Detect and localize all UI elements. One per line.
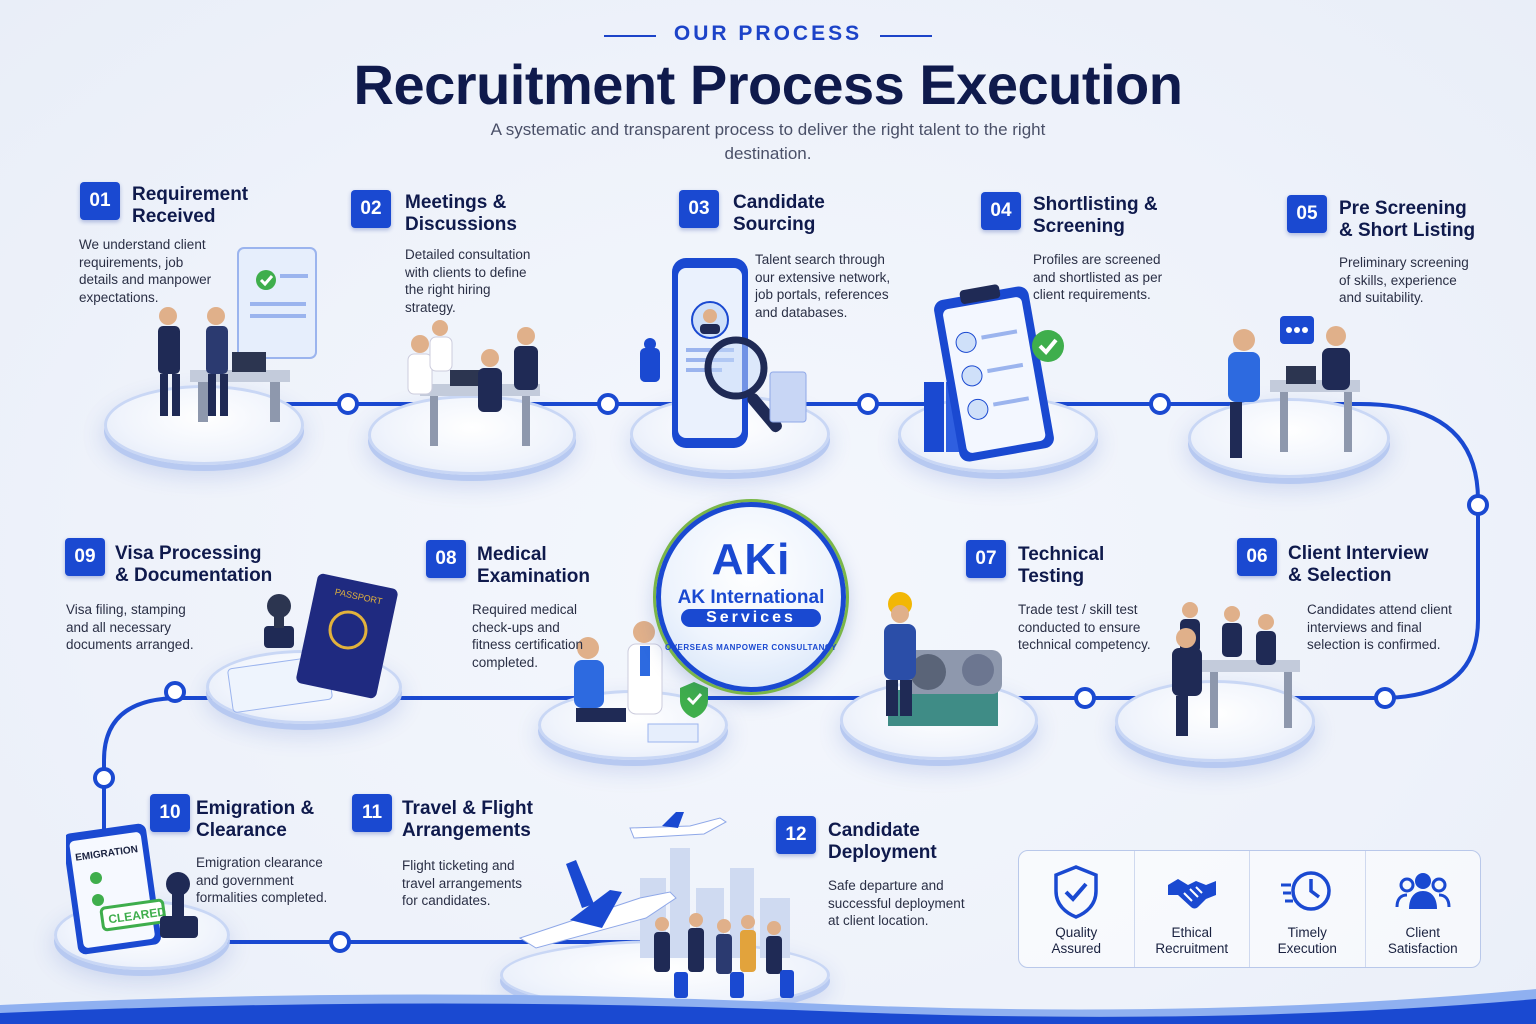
value-ethical: Ethical Recruitment <box>1135 851 1250 967</box>
step-09-title: Visa Processing & Documentation <box>115 543 273 586</box>
client-interview-illustration <box>1172 602 1300 736</box>
people-icon <box>1395 873 1451 909</box>
shield-check-icon <box>1054 865 1098 919</box>
eyebrow-label: OUR PROCESS <box>673 22 863 45</box>
step-12-badge: 12 <box>776 816 816 854</box>
step-05-desc: Preliminary screening of skills, experie… <box>1339 255 1469 305</box>
emigration-illustration: EMIGRATION CLEARED <box>66 823 198 955</box>
step-02-badge: 02 <box>351 190 391 228</box>
step-04-desc: Profiles are screened and shortlisted as… <box>1033 252 1163 302</box>
technical-testing-illustration <box>884 592 1002 726</box>
page-title: Recruitment Process Execution <box>353 53 1183 116</box>
step-10-desc: Emigration clearance and government form… <box>196 855 328 905</box>
shortlisting-illustration <box>924 284 1064 462</box>
prescreening-illustration <box>1228 316 1360 458</box>
value-satisfaction-label: Client Satisfaction <box>1387 925 1458 956</box>
medical-illustration <box>574 621 708 743</box>
step-03-desc: Talent search through our extensive netw… <box>755 252 891 320</box>
step-05-title: Pre Screening & Short Listing <box>1339 198 1476 241</box>
company-logo: AKi AK International Services OVERSEAS M… <box>656 502 846 692</box>
step-01-badge: 01 <box>80 182 120 220</box>
value-ethical-label: Ethical Recruitment <box>1155 925 1229 956</box>
step-04-badge: 04 <box>981 192 1021 230</box>
step-07-badge: 07 <box>966 540 1006 578</box>
logo-company-name: AK International <box>677 587 825 608</box>
clock-icon <box>1281 871 1331 911</box>
value-quality: Quality Assured <box>1019 851 1135 967</box>
step-02-desc: Detailed consultation with clients to de… <box>405 247 531 315</box>
meeting-illustration <box>407 320 540 446</box>
step-06-desc: Candidates attend client interviews and … <box>1307 602 1452 652</box>
core-values-panel: Quality Assured Ethical Recruitment Time… <box>1018 850 1481 968</box>
step-08-desc: Required medical check-ups and fitness c… <box>472 602 584 670</box>
visa-illustration: PASSPORT <box>227 573 398 713</box>
step-04-title: Shortlisting & Screening <box>1033 194 1158 237</box>
step-03-badge: 03 <box>679 190 719 228</box>
value-timely: Timely Execution <box>1250 851 1366 967</box>
step-01-desc: We understand client requirements, job d… <box>79 237 212 305</box>
eyebrow-line-right <box>880 34 933 37</box>
step-11-desc: Flight ticketing and travel arrangements… <box>402 858 523 908</box>
step-07-desc: Trade test / skill test conducted to ens… <box>1018 602 1151 652</box>
step-01-title: Requirement Received <box>132 184 249 227</box>
section-eyebrow: OUR PROCESS <box>0 22 1536 46</box>
step-03-title: Candidate Sourcing <box>733 192 825 235</box>
page-subtitle: A systematic and transparent process to … <box>490 120 1046 163</box>
step-10-badge: 10 <box>150 794 190 832</box>
step-10-title: Emigration & Clearance <box>196 798 315 841</box>
handshake-icon <box>1167 879 1216 909</box>
step-05-badge: 05 <box>1287 195 1327 233</box>
step-09-desc: Visa filing, stamping and all necessary … <box>66 602 194 652</box>
step-09-badge: 09 <box>65 538 105 576</box>
step-08-badge: 08 <box>426 540 466 578</box>
bottom-wave-decoration <box>0 989 1536 1024</box>
logo-services-ribbon: Services <box>681 609 821 627</box>
requirement-illustration <box>158 247 317 422</box>
value-quality-label: Quality Assured <box>1051 925 1102 956</box>
platform-step-05 <box>1188 398 1390 478</box>
step-07-title: Technical Testing <box>1018 544 1105 587</box>
sourcing-illustration <box>640 258 807 448</box>
step-06-badge: 06 <box>1237 538 1277 576</box>
step-11-title: Travel & Flight Arrangements <box>402 798 533 841</box>
platform-step-02 <box>368 395 576 475</box>
step-02-title: Meetings & Discussions <box>405 192 517 235</box>
step-11-badge: 11 <box>352 794 392 832</box>
logo-tagline: OVERSEAS MANPOWER CONSULTANCY <box>665 643 837 652</box>
travel-illustration <box>518 812 794 998</box>
step-12-desc: Safe departure and successful deployment… <box>828 878 965 928</box>
eyebrow-line-left <box>603 34 656 37</box>
step-06-title: Client Interview & Selection <box>1288 543 1429 586</box>
value-timely-label: Timely Execution <box>1277 925 1337 956</box>
step-08-title: Medical Examination <box>477 544 590 587</box>
value-satisfaction: Client Satisfaction <box>1366 851 1481 967</box>
logo-mark: AKi <box>711 535 791 584</box>
step-12-title: Candidate Deployment <box>828 820 937 863</box>
